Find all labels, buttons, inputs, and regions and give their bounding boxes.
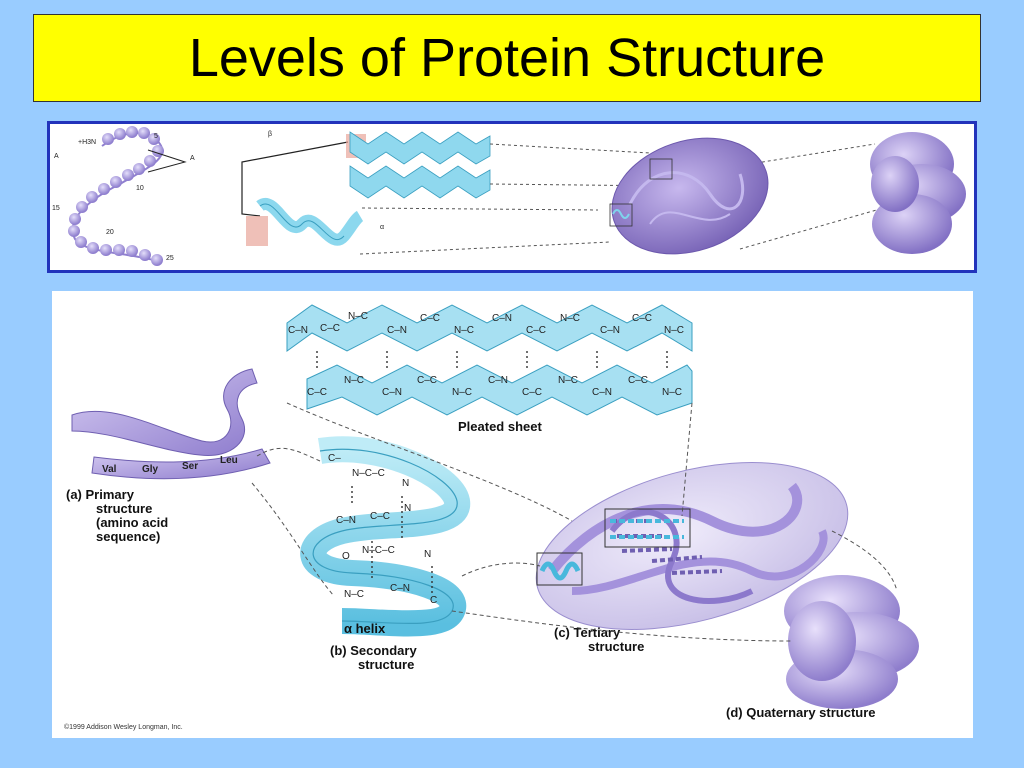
copyright-text: ©1999 Addison Wesley Longman, Inc. — [64, 723, 183, 731]
svg-text:C–: C– — [328, 453, 341, 464]
svg-text:C–C: C–C — [632, 313, 652, 324]
svg-text:C–C: C–C — [320, 323, 340, 334]
amine-label: +H3N — [78, 139, 96, 146]
svg-text:N–C–C: N–C–C — [352, 468, 385, 479]
svg-text:C–N: C–N — [492, 313, 512, 324]
label-a-left: A — [54, 153, 59, 160]
residue-ser: Ser — [182, 461, 198, 472]
svg-text:N–C: N–C — [454, 325, 474, 336]
connector-lines — [251, 402, 898, 642]
svg-text:N–C: N–C — [662, 387, 682, 398]
svg-text:N: N — [402, 478, 409, 489]
residue-number-10: 10 — [136, 185, 144, 192]
svg-text:N–C: N–C — [558, 375, 578, 386]
tertiary-label-line2: structure — [588, 639, 644, 654]
svg-text:C–N: C–N — [382, 387, 402, 398]
svg-text:N–C–C: N–C–C — [362, 545, 395, 556]
residue-number-5: 5 — [154, 133, 158, 140]
svg-text:C–C: C–C — [526, 325, 546, 336]
alpha-label: α — [380, 224, 384, 231]
svg-text:N–C: N–C — [344, 375, 364, 386]
small-pleated-sheet — [346, 131, 491, 199]
residue-number-15: 15 — [52, 205, 60, 212]
svg-text:C–N: C–N — [288, 325, 308, 336]
primary-structure-ribbon: Val Gly Ser Leu — [71, 368, 271, 480]
svg-text:C–C: C–C — [420, 313, 440, 324]
svg-text:C–N: C–N — [600, 325, 620, 336]
svg-text:N–C: N–C — [560, 313, 580, 324]
svg-text:O: O — [342, 551, 350, 562]
slide-title: Levels of Protein Structure — [188, 28, 826, 88]
secondary-label-line1: (b) Secondary — [330, 643, 417, 658]
alpha-helix-diagram: C– N–C–C N C–N C–C N O N–C–C N N–C C–N C — [300, 436, 470, 637]
pleated-sheet-label: Pleated sheet — [458, 419, 542, 434]
svg-text:C–C: C–C — [628, 375, 648, 386]
svg-text:C–C: C–C — [522, 387, 542, 398]
residue-gly: Gly — [142, 464, 159, 475]
small-tertiary-structure — [609, 137, 769, 255]
svg-text:N–C: N–C — [452, 387, 472, 398]
svg-text:C–C: C–C — [417, 375, 437, 386]
svg-text:C–N: C–N — [336, 515, 356, 526]
residue-number-20: 20 — [106, 229, 114, 236]
svg-text:C–N: C–N — [387, 325, 407, 336]
tertiary-structure-diagram — [535, 462, 849, 630]
overview-diagram: +H3N A A 5 10 15 20 25 β α — [52, 126, 966, 266]
tertiary-label-line1: (c) Tertiary — [554, 625, 621, 640]
svg-text:N–C: N–C — [664, 325, 684, 336]
svg-text:C–N: C–N — [390, 583, 410, 594]
quaternary-structure-diagram — [784, 575, 919, 709]
alpha-helix-label: α helix — [344, 621, 386, 636]
svg-text:N: N — [424, 549, 431, 560]
residue-val: Val — [102, 464, 117, 475]
quaternary-label: (d) Quaternary structure — [726, 705, 876, 720]
title-box: Levels of Protein Structure — [33, 14, 981, 102]
overview-diagram-panel: +H3N A A 5 10 15 20 25 β α — [47, 121, 977, 273]
svg-text:C–C: C–C — [307, 387, 327, 398]
svg-text:C–C: C–C — [370, 511, 390, 522]
label-a-right: A — [190, 155, 195, 162]
residue-leu: Leu — [220, 455, 238, 466]
residue-number-25: 25 — [166, 255, 174, 262]
svg-text:C–N: C–N — [488, 375, 508, 386]
svg-text:N–C: N–C — [348, 311, 368, 322]
detail-diagram-panel: C–N C–C N–C C–N C–C N–C C–N C–C N–C C–N … — [52, 291, 973, 738]
amino-acid-chain — [68, 126, 164, 266]
detail-diagram: C–N C–C N–C C–N C–C N–C C–N C–C N–C C–N … — [64, 304, 919, 731]
svg-text:N: N — [404, 503, 411, 514]
primary-label-line1: (a) Primary — [66, 487, 135, 502]
beta-label: β — [268, 131, 272, 138]
svg-text:C: C — [430, 595, 437, 606]
secondary-label-line2: structure — [358, 657, 414, 672]
small-quaternary-structure — [870, 132, 966, 254]
pleated-sheet-diagram: C–N C–C N–C C–N C–C N–C C–N C–C N–C C–N … — [286, 304, 693, 416]
svg-text:N–C: N–C — [344, 589, 364, 600]
primary-label-line2: structure — [96, 501, 152, 516]
svg-text:C–N: C–N — [592, 387, 612, 398]
small-alpha-helix — [246, 198, 364, 246]
primary-label-line3: (amino acid — [96, 515, 168, 530]
primary-label-line4: sequence) — [96, 529, 160, 544]
